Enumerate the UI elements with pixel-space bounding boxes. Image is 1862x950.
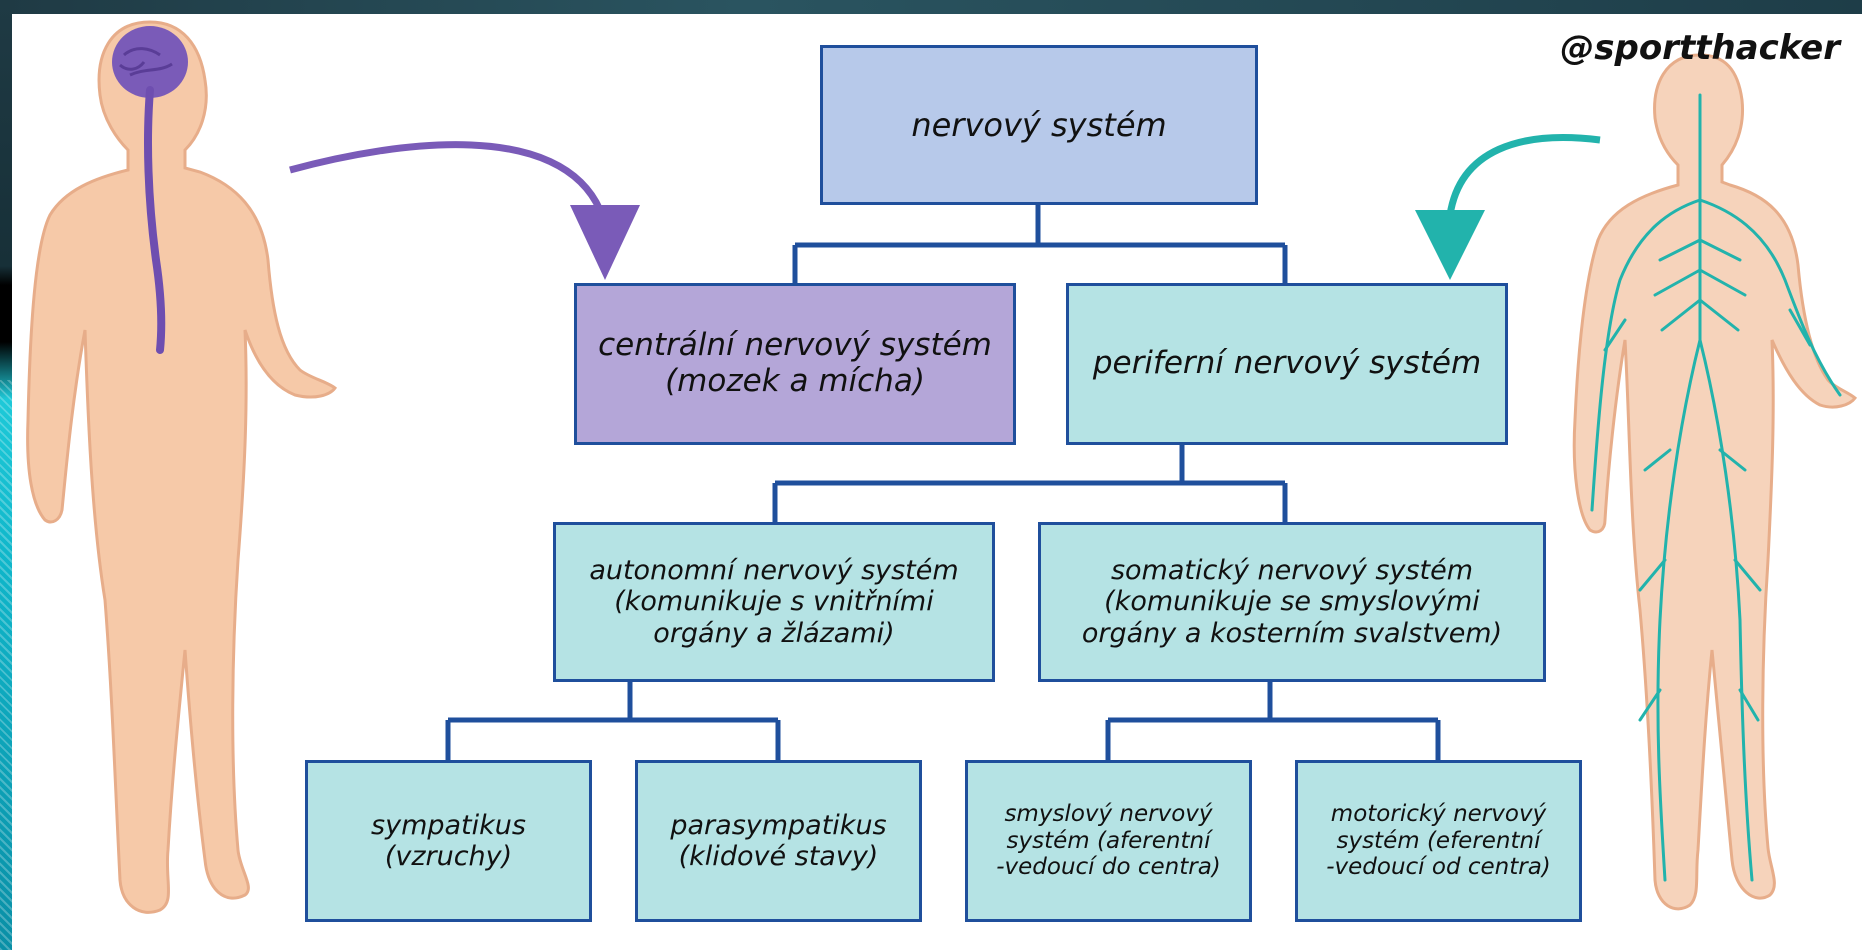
- node-peripheral-nervous-system: periferní nervový systém: [1066, 283, 1508, 445]
- pns-arrow-icon: [1446, 134, 1601, 216]
- node-parasympathetic: parasympatikus (klidové stavy): [635, 760, 922, 922]
- nerve-network-icon: [1590, 93, 1842, 882]
- top-frame-border: [0, 0, 1862, 14]
- brand-watermark: @sportthacker: [1560, 28, 1840, 68]
- body-nerves-figure: [1572, 53, 1858, 911]
- node-motor-nervous-system: motorický nervový systém (eferentní -ved…: [1295, 760, 1582, 922]
- spinal-cord-icon: [144, 86, 166, 354]
- node-central-nervous-system: centrální nervový systém (mozek a mícha): [574, 283, 1016, 445]
- node-autonomic-nervous-system: autonomní nervový systém (komunikuje s v…: [553, 522, 995, 682]
- cns-arrow-icon: [289, 141, 604, 212]
- brain-icon: [112, 26, 188, 98]
- node-nervous-system: nervový systém: [820, 45, 1258, 205]
- tree-connectors: [445, 205, 1441, 760]
- node-sympathetic: sympatikus (vzruchy): [305, 760, 592, 922]
- left-frame-border: [0, 0, 12, 950]
- cns-arrowhead-icon: [570, 205, 640, 280]
- pns-arrowhead-icon: [1415, 210, 1485, 280]
- node-somatic-nervous-system: somatický nervový systém (komunikuje se …: [1038, 522, 1546, 682]
- node-sensory-nervous-system: smyslový nervový systém (aferentní -vedo…: [965, 760, 1252, 922]
- body-cns-figure: [26, 20, 338, 914]
- body-silhouette-right: [1572, 53, 1858, 911]
- body-silhouette-left: [26, 20, 338, 914]
